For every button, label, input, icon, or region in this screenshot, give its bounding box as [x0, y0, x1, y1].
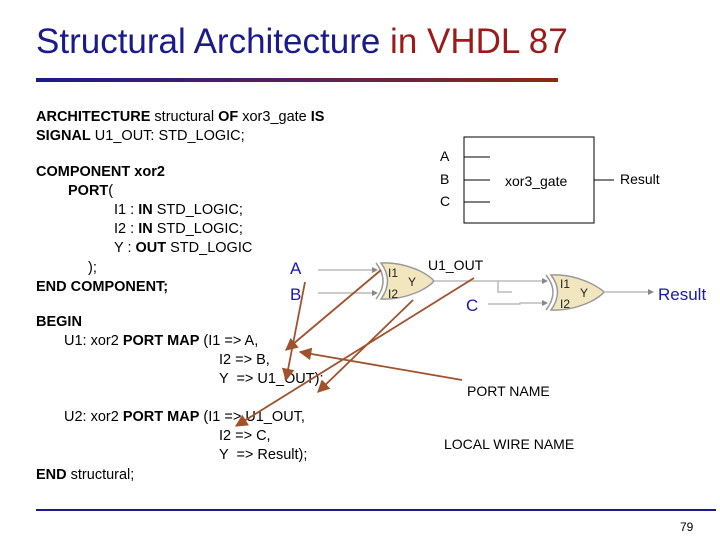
code-text: I2 => C, — [219, 428, 271, 444]
arrow-in-g2-i1 — [542, 278, 548, 284]
code-text: U1: xor2 — [64, 333, 123, 349]
code-line-component: COMPONENT xor2 — [36, 163, 165, 182]
annotation-arrow-port-name — [298, 347, 463, 381]
code-line-port-y: Y : OUT STD_LOGIC — [114, 239, 252, 258]
code-line-u1: U1: xor2 PORT MAP (I1 => A, — [64, 332, 258, 351]
kw-out: OUT — [135, 240, 167, 256]
footer-rule — [36, 509, 716, 511]
code-text: I2 : — [114, 221, 139, 237]
gate1-y-label: Y — [408, 275, 417, 289]
code-text: I1 : — [114, 202, 139, 218]
annotation-arrow-local-wire — [234, 277, 475, 427]
gate2-i2-label: I2 — [560, 297, 571, 311]
code-text: U1_OUT: STD_LOGIC; — [90, 128, 245, 144]
code-line-end-component: END COMPONENT; — [36, 278, 168, 297]
code-text: ); — [80, 260, 97, 276]
xor2-back-curve — [545, 274, 554, 311]
code-text: I2 => B, — [219, 352, 270, 368]
kw-end-component: END COMPONENT; — [36, 279, 169, 295]
block-label-b: B — [440, 171, 450, 187]
kw-in: IN — [138, 202, 153, 218]
code-line-begin: BEGIN — [36, 313, 82, 332]
code-line-port-close: ); — [80, 259, 97, 278]
block-name: xor3_gate — [505, 173, 568, 189]
schematic-label-c: C — [466, 296, 479, 315]
code-line-architecture: ARCHITECTURE structural OF xor3_gate IS — [36, 108, 324, 127]
arrow-in-g2-i2 — [542, 300, 548, 306]
schematic-label-u1-out: U1_OUT — [428, 257, 484, 273]
arrow-in-a — [372, 267, 378, 273]
code-text: U2: xor2 — [64, 409, 123, 425]
code-text: Y => Result); — [219, 447, 308, 463]
code-text: structural — [150, 109, 219, 125]
code-text: (I1 => A, — [199, 333, 259, 349]
gate1-i1-label: I1 — [388, 266, 399, 280]
schematic-label-a: A — [290, 259, 302, 278]
xor-gate-1 — [379, 262, 435, 300]
title-underline — [36, 78, 558, 82]
kw-of: OF — [218, 109, 239, 125]
code-line-u1-i2: I2 => B, — [219, 351, 270, 370]
code-line-u2-y: Y => Result); — [219, 446, 307, 465]
code-text: STD_LOGIC; — [152, 221, 243, 237]
arrow-in-b — [372, 290, 378, 296]
kw-component: COMPONENT xor2 — [36, 164, 165, 180]
code-text: STD_LOGIC; — [152, 202, 243, 218]
code-text: (I1 => U1_OUT, — [203, 409, 305, 425]
block-label-result: Result — [620, 171, 660, 187]
code-text: structural; — [66, 467, 135, 483]
code-text: STD_LOGIC — [166, 240, 253, 256]
arrow-out-result — [648, 289, 654, 295]
code-line-end: END structural; — [36, 466, 134, 485]
block-label-a: A — [440, 148, 450, 164]
legend-port-name: PORT NAME — [467, 383, 550, 399]
code-text: xor3_gate — [238, 109, 311, 125]
title-part-2: in VHDL 87 — [380, 22, 568, 61]
xor-gate-2 — [549, 274, 606, 311]
block-label-c: C — [440, 193, 451, 209]
code-line-port-i2: I2 : IN STD_LOGIC; — [114, 220, 243, 239]
code-line-u2-i2: I2 => C, — [219, 427, 271, 446]
kw-signal: SIGNAL — [36, 128, 91, 144]
schematic-label-result: Result — [658, 285, 707, 304]
page-number: 79 — [680, 520, 694, 534]
slide-title: Structural Architecture in VHDL 87 — [36, 20, 568, 64]
code-line-u2: U2: xor2 PORT MAP (I1 => U1_OUT, — [64, 408, 305, 427]
gate2-y-label: Y — [580, 286, 589, 300]
title-part-1: Structural Architecture — [36, 22, 381, 61]
xor1-back-curve — [375, 262, 384, 300]
code-line-signal: SIGNAL U1_OUT: STD_LOGIC; — [36, 127, 245, 146]
kw-is: IS — [310, 109, 325, 125]
wire-c — [488, 302, 546, 305]
code-line-port: PORT( — [68, 182, 113, 201]
kw-architecture: ARCHITECTURE — [36, 109, 151, 125]
code-text: ( — [108, 183, 114, 199]
kw-end: END — [36, 467, 67, 483]
code-text: Y : — [114, 240, 136, 256]
kw-in: IN — [138, 221, 153, 237]
kw-port-map: PORT MAP — [122, 409, 200, 425]
code-line-port-i1: I1 : IN STD_LOGIC; — [114, 201, 243, 220]
kw-begin: BEGIN — [36, 314, 82, 330]
kw-port: PORT — [68, 183, 109, 199]
schematic-label-b: B — [290, 285, 302, 304]
kw-port-map: PORT MAP — [122, 333, 200, 349]
gate1-i2-label: I2 — [388, 287, 399, 301]
gate2-i1-label: I1 — [560, 277, 571, 291]
legend-local-wire-name: LOCAL WIRE NAME — [444, 436, 575, 452]
annotation-arrow-port-i1 — [285, 269, 382, 351]
wire-u1-out — [434, 280, 512, 293]
annotation-arrow-wire-a — [281, 281, 306, 382]
